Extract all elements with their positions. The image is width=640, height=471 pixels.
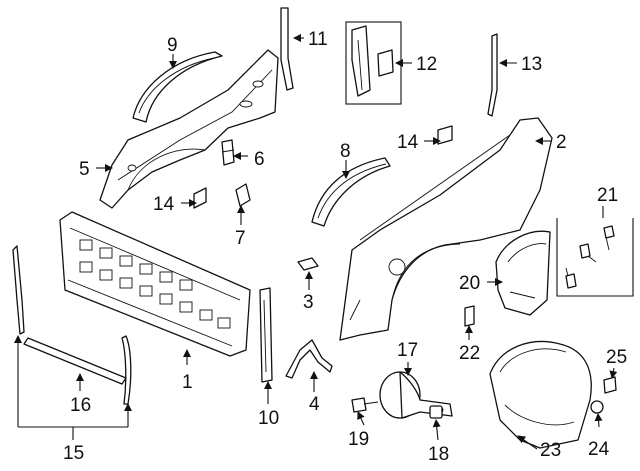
part-23-wheelhouse-liner [489,340,592,449]
callout-8: 8 [340,141,351,162]
leader-lines [14,34,618,450]
part-14-pad-right [437,125,453,145]
part-8-fender-flare [311,157,391,227]
part-22-pad [464,305,475,327]
callout-14-left: 14 [153,194,175,215]
part-6-bracket [221,139,235,166]
part-1-panel-pockets [79,239,231,329]
callout-18: 18 [428,444,449,465]
part-7-bracket [235,183,251,207]
callout-14-right: 14 [397,132,419,153]
part-19-bolt [351,397,379,413]
callout-21: 21 [597,185,618,206]
callout-20: 20 [459,273,480,294]
part-1-inner-panel [59,211,251,357]
part-2-quarter-panel [339,117,553,341]
callout-12: 12 [416,54,437,75]
part-18-bumper [429,405,443,419]
part-25-clip [603,376,617,394]
part-4-lower-seal [285,339,333,379]
callout-22: 22 [459,343,480,364]
part-13-pillar-strip [487,33,498,117]
callout-4: 4 [309,394,320,415]
callout-1: 1 [182,372,193,393]
part-11-pillar-strip [280,7,294,91]
part-9-wheelhouse-arch [132,51,223,123]
callout-15: 15 [63,443,84,464]
part-14-pad-left [193,187,207,209]
callout-17: 17 [397,340,418,361]
callout-7: 7 [235,228,246,249]
callout-9: 9 [167,35,178,56]
callout-5: 5 [79,159,90,180]
part-12-box [345,21,402,105]
callout-11: 11 [308,29,328,50]
callout-16: 16 [70,395,91,416]
part-16-sill-strip [23,337,127,385]
callout-10: 10 [258,408,279,429]
callout-2: 2 [556,132,567,153]
callout-24: 24 [588,439,610,460]
part-5-inner-wheelhouse-panel [99,49,279,209]
callout-19: 19 [348,429,369,450]
part-20-splash-shield [495,230,551,316]
part-21-box [556,218,634,297]
part-10-vertical-bracket [259,287,273,383]
part-3-clip [297,257,319,271]
part-24-push-pin [590,400,604,414]
callout-labels: 1 2 3 4 5 6 7 8 9 10 11 12 13 14 14 15 1… [63,29,627,465]
callout-6: 6 [254,149,265,170]
callout-3: 3 [303,292,314,313]
callout-25: 25 [606,347,627,368]
callout-23: 23 [540,440,561,461]
callout-13: 13 [521,54,542,75]
